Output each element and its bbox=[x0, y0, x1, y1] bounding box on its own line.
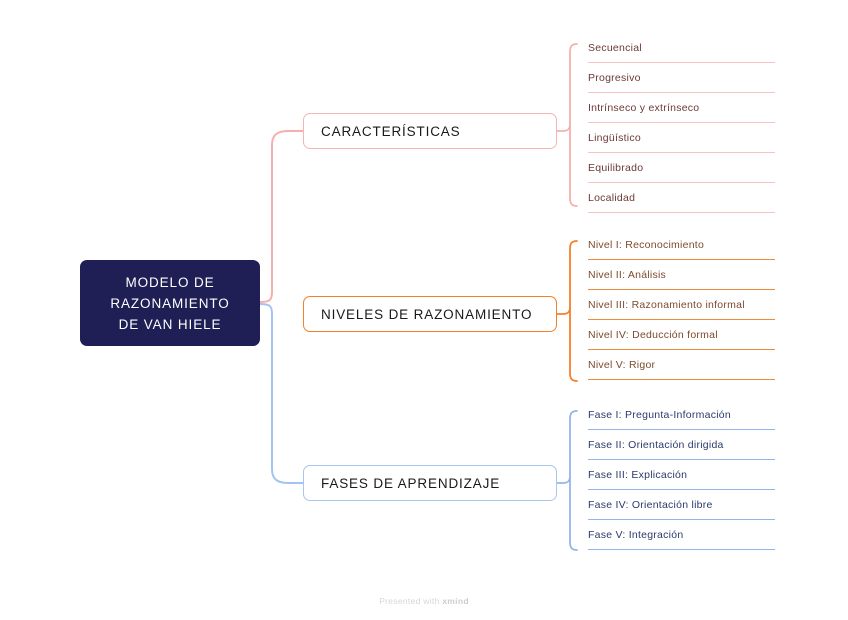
leaf-item[interactable]: Nivel V: Rigor bbox=[588, 350, 775, 380]
leaf-item[interactable]: Nivel IV: Deducción formal bbox=[588, 320, 775, 350]
root-node[interactable]: MODELO DE RAZONAMIENTO DE VAN HIELE bbox=[80, 260, 260, 346]
footer-attribution: Presented with xmind bbox=[0, 596, 848, 606]
leaf-item[interactable]: Equilibrado bbox=[588, 153, 775, 183]
leaf-item[interactable]: Fase IV: Orientación libre bbox=[588, 490, 775, 520]
leaf-group-caracteristicas: Secuencial Progresivo Intrínseco y extrí… bbox=[588, 33, 775, 213]
leaf-item[interactable]: Progresivo bbox=[588, 63, 775, 93]
branch-label-niveles: NIVELES DE RAZONAMIENTO bbox=[321, 306, 533, 322]
root-node-label: MODELO DE RAZONAMIENTO DE VAN HIELE bbox=[110, 274, 230, 332]
brace-fases bbox=[556, 410, 578, 551]
leaf-item[interactable]: Localidad bbox=[588, 183, 775, 213]
branch-node-niveles[interactable]: NIVELES DE RAZONAMIENTO bbox=[303, 296, 557, 332]
leaf-item[interactable]: Intrínseco y extrínseco bbox=[588, 93, 775, 123]
leaf-item[interactable]: Nivel III: Razonamiento informal bbox=[588, 290, 775, 320]
leaf-item[interactable]: Nivel II: Análisis bbox=[588, 260, 775, 290]
connector-root-to-fases bbox=[259, 303, 304, 484]
footer-brand: xmind bbox=[442, 596, 469, 606]
leaf-item[interactable]: Fase V: Integración bbox=[588, 520, 775, 550]
leaf-group-fases: Fase I: Pregunta-Información Fase II: Or… bbox=[588, 400, 775, 550]
branch-label-fases: FASES DE APRENDIZAJE bbox=[321, 475, 501, 491]
leaf-item[interactable]: Fase I: Pregunta-Información bbox=[588, 400, 775, 430]
leaf-item[interactable]: Fase III: Explicación bbox=[588, 460, 775, 490]
brace-niveles bbox=[556, 240, 578, 382]
footer-prefix: Presented with bbox=[379, 596, 443, 606]
branch-node-caracteristicas[interactable]: CARACTERÍSTICAS bbox=[303, 113, 557, 149]
leaf-item[interactable]: Fase II: Orientación dirigida bbox=[588, 430, 775, 460]
branch-label-caracteristicas: CARACTERÍSTICAS bbox=[321, 123, 461, 139]
leaf-item[interactable]: Nivel I: Reconocimiento bbox=[588, 230, 775, 260]
branch-node-fases[interactable]: FASES DE APRENDIZAJE bbox=[303, 465, 557, 501]
leaf-item[interactable]: Lingüístico bbox=[588, 123, 775, 153]
leaf-group-niveles: Nivel I: Reconocimiento Nivel II: Anális… bbox=[588, 230, 775, 380]
brace-caracteristicas bbox=[556, 43, 578, 207]
connector-root-to-caracteristicas bbox=[259, 130, 304, 303]
leaf-item[interactable]: Secuencial bbox=[588, 33, 775, 63]
